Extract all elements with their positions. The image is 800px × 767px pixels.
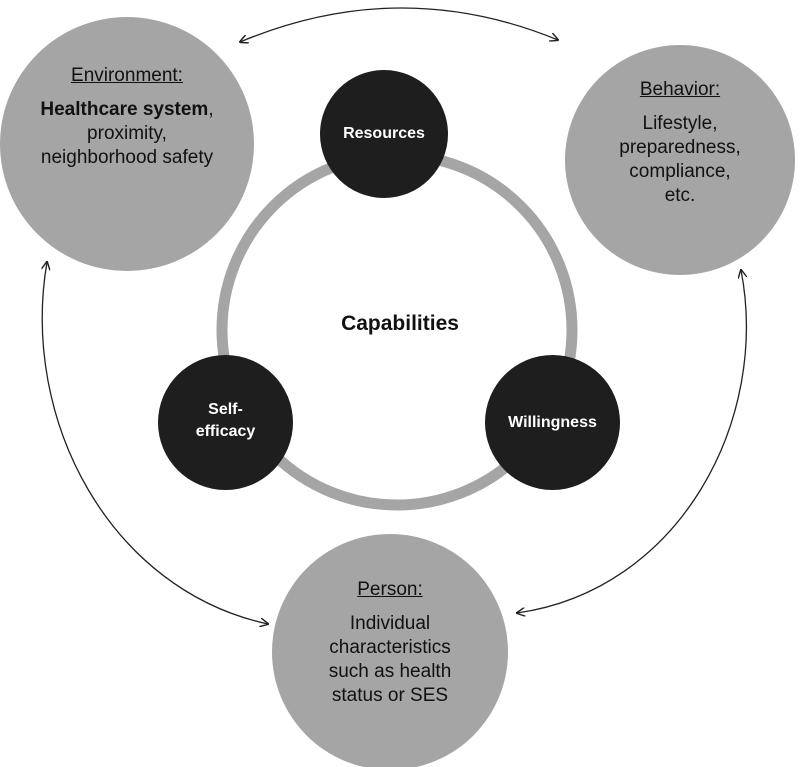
capabilities-label: Capabilities bbox=[341, 312, 459, 335]
behavior-heading: Behavior: bbox=[639, 79, 721, 100]
environment-node: Environment: Healthcare system, proximit… bbox=[0, 17, 254, 271]
behavior-line2: preparedness, bbox=[619, 137, 741, 158]
arrow-environment-behavior bbox=[240, 7, 558, 42]
behavior-line1: Lifestyle, bbox=[642, 113, 718, 134]
environment-bold-text: Healthcare system bbox=[40, 99, 209, 120]
behavior-line3: compliance, bbox=[629, 161, 731, 182]
arrow-environment-person bbox=[42, 262, 268, 624]
person-line2: characteristics bbox=[329, 637, 451, 658]
person-line1: Individual bbox=[349, 613, 431, 634]
environment-body: Healthcare system, proximity, neighborho… bbox=[40, 98, 213, 170]
willingness-node: Willingness bbox=[485, 355, 620, 490]
self-efficacy-label-line1: Self- bbox=[208, 400, 243, 418]
resources-label: Resources bbox=[343, 125, 425, 142]
person-node: Person: Individual characteristics such … bbox=[272, 534, 508, 767]
person-heading: Person: bbox=[357, 579, 423, 600]
behavior-body: Lifestyle, preparedness, compliance, etc… bbox=[619, 112, 740, 208]
willingness-label: Willingness bbox=[508, 413, 597, 431]
self-efficacy-label-line2: efficacy bbox=[195, 422, 256, 440]
person-body: Individual characteristics such as healt… bbox=[329, 612, 452, 708]
behavior-node: Behavior: Lifestyle, preparedness, compl… bbox=[565, 45, 795, 275]
arrow-behavior-person bbox=[517, 270, 748, 613]
environment-heading: Environment: bbox=[71, 65, 183, 86]
self-efficacy-node: Self- efficacy bbox=[158, 355, 293, 490]
resources-node: Resources bbox=[320, 70, 448, 198]
person-line3: such as health bbox=[328, 661, 452, 682]
environment-line2: proximity, bbox=[87, 123, 167, 144]
environment-line3: neighborhood safety bbox=[40, 147, 214, 168]
person-line4: status or SES bbox=[331, 685, 449, 706]
environment-comma: , bbox=[208, 99, 214, 120]
behavior-line4: etc. bbox=[664, 185, 696, 206]
